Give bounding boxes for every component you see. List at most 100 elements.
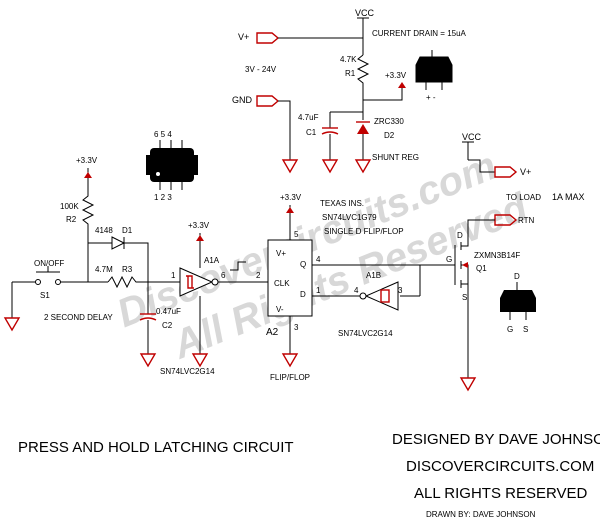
a1a-pin-out: 6 (221, 271, 226, 280)
a2-clk: CLK (274, 279, 290, 288)
gnd-symbol-a1 (191, 353, 209, 368)
a1b-name: A1B (366, 271, 381, 280)
a2-vplus: V+ (276, 249, 286, 258)
gnd-symbol-c1 (321, 159, 339, 174)
r1-value: 4.7K (340, 55, 357, 64)
d1-lead-right (124, 242, 149, 282)
a1a-name: A1A (204, 256, 220, 265)
gnd-wire (278, 100, 291, 160)
r2-value: 100K (60, 202, 79, 211)
ic-package: 6 5 4 1 2 3 (146, 130, 198, 202)
a2-mfr: TEXAS INS. (320, 199, 364, 208)
gnd-symbol-d2 (354, 159, 372, 174)
a1b-hysteresis (380, 289, 390, 303)
v33-a2-arrow (286, 207, 294, 213)
c2-plate-bottom (139, 317, 157, 321)
vplus-out-label: V+ (520, 167, 531, 177)
a1b-part: SN74LVC2G14 (338, 329, 393, 338)
a2-pin-vcc: 5 (294, 230, 299, 239)
r1-resistor (356, 54, 370, 112)
s1-actuator (36, 266, 60, 273)
a2-body (267, 239, 313, 317)
q1-d-label: D (457, 231, 463, 240)
q1-g-label: G (446, 255, 452, 264)
ic-bottom-pins: 1 2 3 (154, 193, 172, 202)
v33-reg-arrow (398, 82, 406, 88)
zrc-polarity: + - (426, 93, 436, 102)
s1-contact-right (55, 279, 61, 285)
c2-name: C2 (162, 321, 173, 330)
d1-part: 4148 (95, 226, 113, 235)
s1-name: S1 (40, 291, 50, 300)
a1a-bubble (211, 278, 219, 286)
a1a-gate (179, 267, 214, 297)
load-current-label: 1A MAX (552, 192, 585, 202)
r3-resistor (107, 275, 180, 289)
gnd-symbol-s1 (3, 317, 21, 332)
gnd-symbol-main (281, 159, 299, 174)
vplus-out-connector (494, 166, 518, 178)
rtn-wire (467, 219, 495, 240)
gnd-symbol-c2 (139, 353, 157, 368)
a2-name: A2 (266, 327, 279, 338)
v33-a1-label: +3.3V (188, 221, 210, 230)
c1-value: 4.7uF (298, 113, 319, 122)
r3-name: R3 (122, 265, 133, 274)
v33-reg-label: +3.3V (385, 71, 407, 80)
a2-pin-gnd: 3 (294, 323, 299, 332)
gnd-connector (256, 95, 280, 107)
sot-package: D G S (500, 272, 536, 334)
s1-contact-left (35, 279, 41, 285)
sot-g-label: G (507, 325, 513, 334)
d2-name: D2 (384, 131, 395, 140)
a1a-pin-in: 1 (171, 271, 176, 280)
gnd-symbol-a2 (281, 353, 299, 368)
q1-name: Q1 (476, 264, 487, 273)
a2-pin-clk: 2 (256, 271, 261, 280)
footer-rights: ALL RIGHTS RESERVED (414, 485, 588, 502)
a1-part: SN74LVC2G14 (160, 367, 215, 376)
s1-label: ON/OFF (34, 259, 64, 268)
vplus-out-wire (468, 159, 495, 173)
a2-part: SN74LVC1G79 (322, 213, 377, 222)
v33-a2-label: +3.3V (280, 193, 302, 202)
q1-part: ZXMN3B14F (474, 251, 520, 260)
voltage-range-label: 3V - 24V (245, 65, 277, 74)
a2-caption: FLIP/FLOP (270, 373, 310, 382)
sot-s-label: S (523, 325, 528, 334)
a2-pin-d: 1 (316, 286, 321, 295)
rtn-label: RTN (518, 216, 535, 225)
to-load-label: TO LOAD (506, 193, 541, 202)
r2-resistor (81, 178, 95, 282)
rtn-connector (494, 214, 518, 226)
c2-value: 0.47uF (156, 307, 181, 316)
d1-name: D1 (122, 226, 133, 235)
vplus-in-connector (256, 32, 280, 44)
a2-d: D (300, 290, 306, 299)
vplus-in-label: V+ (238, 32, 249, 42)
clk-edge-symbol (230, 261, 246, 271)
d2-diode (357, 124, 369, 134)
footer-designer: DESIGNED BY DAVE JOHNSON (392, 431, 600, 448)
current-drain-label: CURRENT DRAIN = 15uA (372, 29, 467, 38)
q1-arrow (462, 262, 468, 268)
vcc-top-label: VCC (355, 8, 375, 18)
r2-name: R2 (66, 215, 77, 224)
c1-name: C1 (306, 128, 317, 137)
v33-r2-arrow (84, 172, 92, 178)
a2-desc: SINGLE D FLIP/FLOP (324, 227, 404, 236)
a1b-pin-out: 3 (398, 286, 403, 295)
shunt-reg-label: SHUNT REG (372, 153, 419, 162)
vcc-right-label: VCC (462, 132, 482, 142)
footer-site: DISCOVERCIRCUITS.COM (406, 458, 594, 475)
a2-pin-q: 4 (316, 255, 321, 264)
r3-value: 4.7M (95, 265, 113, 274)
zrc-package: + - (415, 50, 453, 102)
v33-r2-label: +3.3V (76, 156, 98, 165)
r1-name: R1 (345, 69, 356, 78)
ic-top-pins: 6 5 4 (154, 130, 172, 139)
gnd-symbol-q1 (459, 377, 477, 392)
a2-vminus: V- (276, 305, 284, 314)
delay-note: 2 SECOND DELAY (44, 313, 113, 322)
